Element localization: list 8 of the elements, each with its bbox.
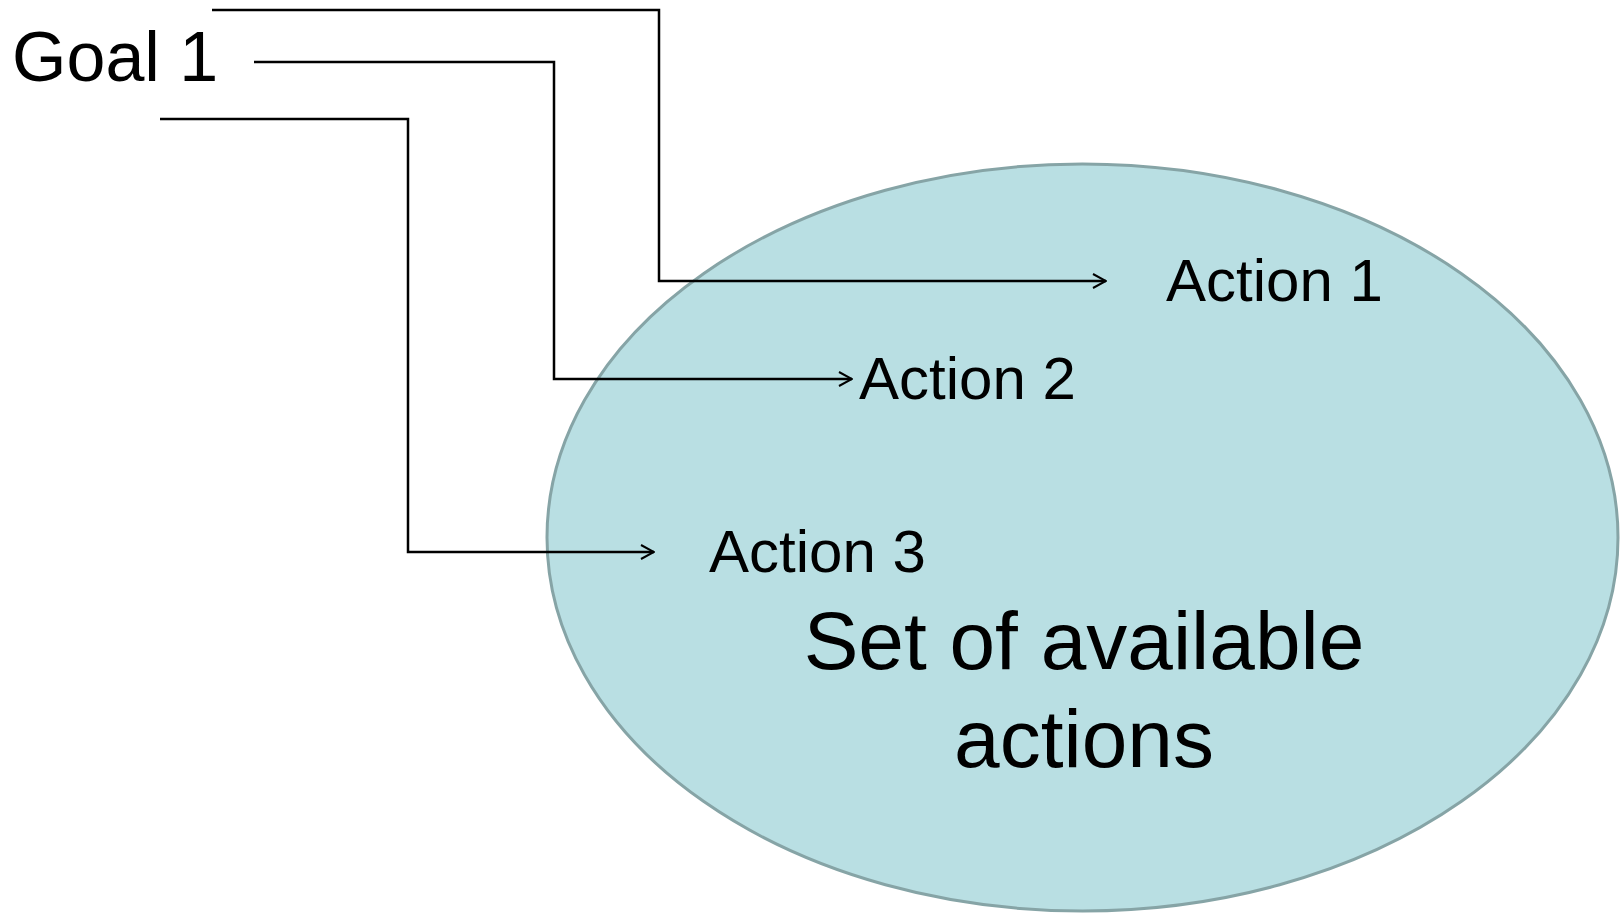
connector-arrow xyxy=(212,8,1107,289)
connector-arrow xyxy=(254,60,853,387)
action-label: Action 3 xyxy=(709,522,926,582)
action-label: Action 1 xyxy=(1166,251,1383,311)
set-label: Set of available actions xyxy=(802,594,1366,787)
action-label: Action 2 xyxy=(859,349,1076,409)
goal-label: Goal 1 xyxy=(12,22,219,92)
connector-arrow xyxy=(160,117,655,560)
